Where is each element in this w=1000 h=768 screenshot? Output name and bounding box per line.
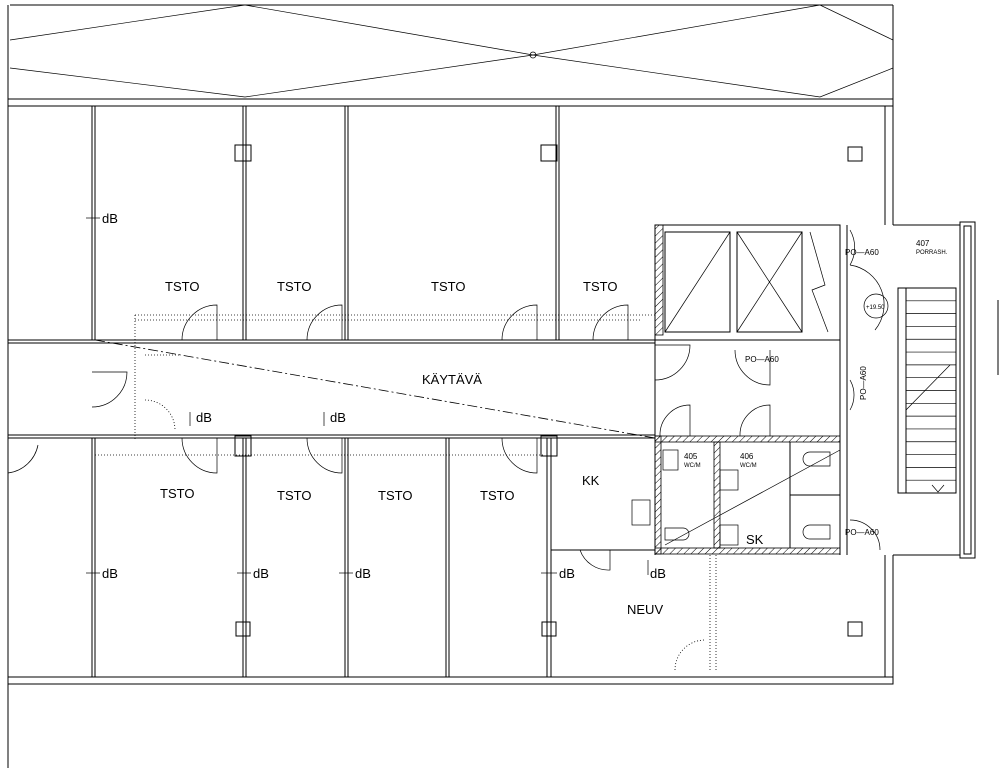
level-mark: +19.50 [866,305,885,311]
acoustic-mark: dB [650,566,666,581]
acoustic-ticks [86,217,649,575]
fire-door-mark: PO—A60 [845,528,879,537]
fire-door-mark: PO—A60 [745,355,779,364]
room-label-office: TSTO [378,488,412,503]
annotations: dB dB dB dB dB dB dB dB PO—A60 PO—A60 PO… [102,211,885,581]
room-type-stair: PORRASH. [916,250,948,256]
acoustic-mark: dB [102,566,118,581]
acoustic-mark: dB [355,566,371,581]
room-label-corridor: KÄYTÄVÄ [422,372,482,387]
acoustic-mark: dB [330,410,346,425]
room-number-wc2: 406 [740,452,754,461]
room-label-office: TSTO [480,488,514,503]
fire-door-mark: PO—A60 [859,366,868,400]
room-label-office: TSTO [277,488,311,503]
doors [7,304,717,671]
room-label-office: TSTO [431,279,465,294]
acoustic-mark: dB [253,566,269,581]
service-core [631,224,889,555]
room-type-wc2: WC/M [740,463,757,469]
room-labels: TSTO TSTO TSTO TSTO KÄYTÄVÄ TSTO TSTO TS… [160,239,948,617]
partitions [8,106,863,677]
room-label-office: TSTO [277,279,311,294]
staircase [897,287,957,494]
room-label-meeting: NEUV [627,602,663,617]
room-number-wc1: 405 [684,452,698,461]
room-label-office: TSTO [165,279,199,294]
room-type-wc1: WC/M [684,463,701,469]
fire-door-mark: PO—A60 [845,248,879,257]
room-label-kitchen: KK [582,473,600,488]
room-label-cleaning: SK [746,532,764,547]
room-label-office: TSTO [160,486,194,501]
acoustic-mark: dB [559,566,575,581]
acoustic-mark: dB [102,211,118,226]
roof-outline [9,4,894,99]
exterior-walls [7,5,999,768]
room-label-office: TSTO [583,279,617,294]
room-number-stair: 407 [916,239,930,248]
acoustic-mark: dB [196,410,212,425]
